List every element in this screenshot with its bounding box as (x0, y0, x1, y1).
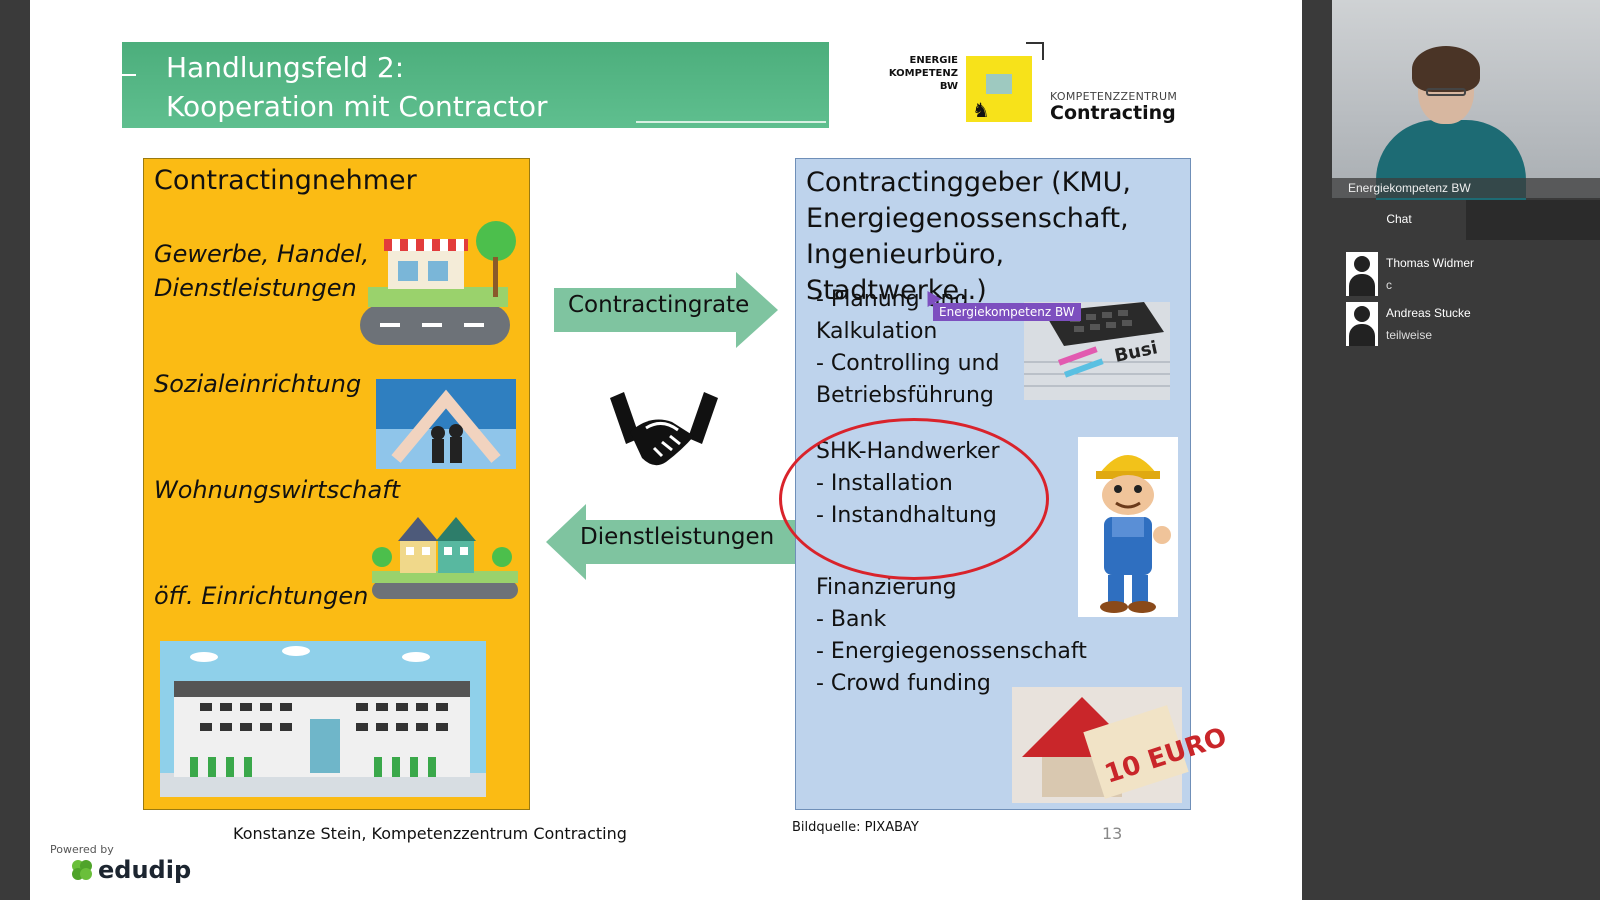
tab-other[interactable] (1466, 200, 1600, 240)
crowd-funding-line: - Crowd funding (816, 671, 991, 696)
betriebsfuehrung-line: Betriebsführung (816, 383, 994, 408)
presenter-cursor-label: Energiekompetenz BW (933, 303, 1081, 321)
slide-title-band: Handlungsfeld 2: Kooperation mit Contrac… (122, 42, 829, 128)
left-margin (0, 0, 30, 900)
powered-by-label: Powered by (50, 843, 114, 856)
title-line-2: Kooperation mit Contractor (166, 90, 548, 123)
logo-notch (986, 74, 1012, 94)
logo-kompetenzzentrum: KOMPETENZZENTRUM (1050, 90, 1178, 103)
item-gewerbe: Gewerbe, Handel, Dienstleistungen (154, 237, 369, 305)
slide-title: Handlungsfeld 2: Kooperation mit Contrac… (166, 48, 547, 126)
arrow-left-shape (546, 504, 802, 580)
webinar-sidebar: Energiekompetenz BW Chat Thomas Widmer c… (1332, 0, 1600, 900)
contractingrate-label: Contractingrate (568, 292, 750, 318)
chat-message: Andreas Stucke teilweise (1346, 302, 1586, 346)
divider-bar (1302, 0, 1332, 900)
lion-icon: ♞ (972, 100, 990, 122)
energiekompetenz-logo: ENERGIE KOMPETENZ BW ♞ KOMPETENZZENTRUM … (874, 42, 1178, 132)
avatar (1346, 302, 1378, 346)
edudip-brand-text: edudip (98, 856, 192, 884)
dienstleistungen-label: Dienstleistungen (580, 524, 775, 550)
arrow-right-shape (554, 272, 778, 348)
title-tick (122, 74, 136, 76)
contractingrate-arrow: Contractingrate (554, 270, 780, 350)
dienstleistungen-arrow: Dienstleistungen (546, 502, 802, 582)
contractingnehmer-box: Contractingnehmer Gewerbe, Handel, Diens… (143, 158, 530, 810)
item-gewerbe-line2: Dienstleistungen (154, 274, 357, 302)
chat-message-text: c (1386, 278, 1392, 292)
shk-highlight-ellipse (779, 418, 1049, 580)
logo-yellow-block: ♞ (966, 56, 1032, 122)
footer-author: Konstanze Stein, Kompetenzzentrum Contra… (233, 824, 627, 843)
craftsman-image (1078, 437, 1178, 617)
presenter-hair (1412, 46, 1480, 92)
houses-image (372, 517, 518, 599)
rb-title-line3: Ingenieurbüro, Stadtwerke..) (806, 239, 1005, 306)
title-underline (636, 121, 826, 123)
rb-title-line1: Contractinggeber (KMU, (806, 167, 1131, 198)
title-line-1: Handlungsfeld 2: (166, 51, 405, 84)
rb-title-line2: Energiegenossenschaft, (806, 203, 1129, 234)
presenter-video[interactable]: Energiekompetenz BW (1332, 0, 1600, 210)
sidebar-tabs: Chat (1332, 200, 1600, 240)
shop-street-image (360, 221, 516, 345)
kalkulation-line: Kalkulation (816, 319, 938, 344)
edudip-logo[interactable]: edudip (70, 856, 191, 884)
handshake-icon (610, 392, 718, 466)
presenter-glasses (1426, 88, 1466, 96)
presentation-slide: Handlungsfeld 2: Kooperation mit Contrac… (30, 0, 1302, 900)
energiegenossenschaft-line: - Energiegenossenschaft (816, 639, 1087, 664)
logo-energie-text: ENERGIE KOMPETENZ BW (874, 54, 958, 93)
item-gewerbe-line1: Gewerbe, Handel, (154, 240, 370, 268)
controlling-line: - Controlling und (816, 351, 1000, 376)
chat-message-text: teilweise (1386, 328, 1433, 342)
logo-contracting: Contracting (1050, 102, 1176, 124)
chat-author-name: Andreas Stucke (1386, 306, 1471, 320)
logo-line-bw: BW (939, 81, 958, 92)
social-care-image (376, 379, 516, 469)
avatar (1346, 252, 1378, 296)
item-oeff-einrichtungen: öff. Einrichtungen (154, 582, 369, 610)
public-building-image (160, 641, 486, 797)
item-wohnungswirtschaft: Wohnungswirtschaft (154, 476, 401, 504)
chat-message: Thomas Widmer c (1346, 252, 1586, 296)
bank-line: - Bank (816, 607, 887, 632)
contractingnehmer-title: Contractingnehmer (154, 165, 417, 196)
presenter-name-label: Energiekompetenz BW (1332, 178, 1600, 198)
footer-image-source: Bildquelle: PIXABAY (792, 820, 919, 835)
euro-house-image: 10 EURO (1012, 687, 1230, 803)
chat-author-name: Thomas Widmer (1386, 256, 1475, 270)
logo-line-kompetenz: KOMPETENZ (888, 68, 958, 79)
edudip-clover-icon (72, 860, 92, 880)
logo-bracket (1026, 42, 1044, 60)
logo-line-energie: ENERGIE (909, 55, 959, 66)
tab-chat[interactable]: Chat (1332, 200, 1466, 240)
item-sozialeinrichtung: Sozialeinrichtung (154, 370, 362, 398)
contractinggeber-title: Contractinggeber (KMU, Energiegenossensc… (806, 165, 1190, 309)
slide-page-number: 13 (1102, 824, 1123, 843)
